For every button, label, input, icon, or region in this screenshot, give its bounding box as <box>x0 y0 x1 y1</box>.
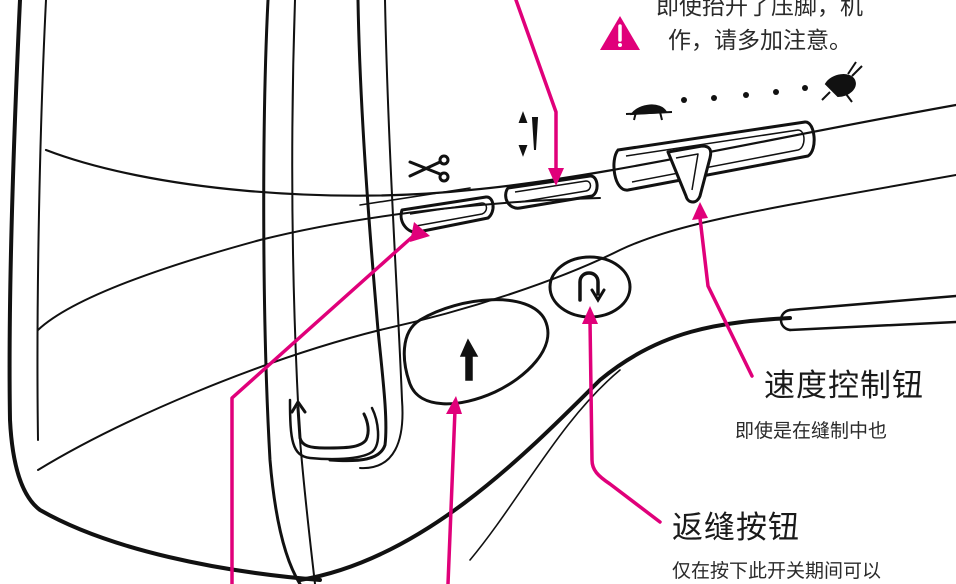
warning-text-line-2: 作，请多加注意。 <box>668 28 852 54</box>
thread-guide-channel <box>262 0 404 584</box>
callout-arrowheads <box>410 168 708 414</box>
presser-foot-lever[interactable] <box>288 398 380 461</box>
needle-position-button[interactable] <box>504 174 599 210</box>
callout-speed-control <box>698 216 754 378</box>
arrowhead-thread-cutter <box>410 222 430 242</box>
speed-scale-dots <box>681 85 808 103</box>
arrowhead-speed-control <box>692 202 708 220</box>
rabbit-fast-icon <box>821 61 863 103</box>
callout-needle-button <box>514 0 558 174</box>
speed-control-slider[interactable] <box>612 120 816 204</box>
start-stop-button[interactable] <box>402 298 550 406</box>
reverse-button-title: 返缝按钮 <box>672 510 800 546</box>
machine-body <box>7 0 956 582</box>
callout-reverse-button <box>588 318 662 524</box>
arrowhead-start-stop <box>446 396 462 414</box>
arrowhead-reverse-button <box>582 306 598 324</box>
thread-cutter-button[interactable] <box>399 195 495 234</box>
callout-start-stop <box>446 408 457 584</box>
arrowhead-needle-button <box>548 168 564 186</box>
reverse-stitch-icon <box>578 271 606 303</box>
start-stop-arrow-icon <box>459 338 479 381</box>
warning-text-line-1: 即使抬升了压脚，机 <box>656 0 863 20</box>
scissors-icon <box>408 154 450 183</box>
needle-up-down-icon <box>518 111 539 157</box>
speed-control-description: 即使是在缝制中也 <box>735 420 888 442</box>
callout-lines <box>230 0 754 584</box>
turtle-slow-icon <box>625 104 673 121</box>
callout-thread-cutter <box>230 228 422 584</box>
warning-triangle-icon <box>600 16 640 50</box>
reverse-button-description: 仅在按下此开关期间可以 <box>672 560 882 582</box>
speed-control-title: 速度控制钮 <box>764 368 924 404</box>
